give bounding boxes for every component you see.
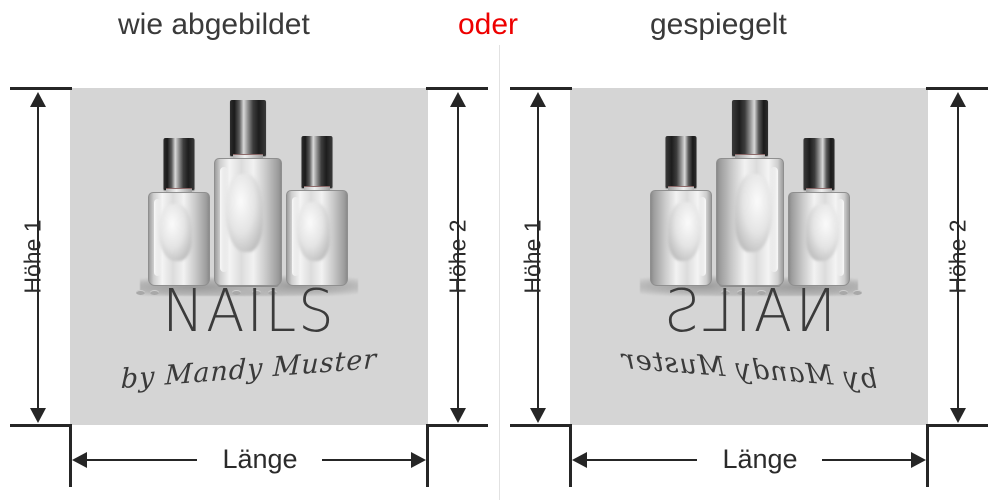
brand-wordmark: NAILS	[162, 277, 336, 346]
header-label-as-shown: wie abgebildet	[118, 8, 310, 41]
header-label-mirrored: gespiegelt	[650, 8, 787, 41]
dimension-label-hoehe2-right: Höhe 2	[944, 219, 971, 294]
bottle-left	[148, 138, 210, 286]
bottle-cap	[665, 136, 697, 188]
brand-script-signature: by Mandy Muster	[620, 343, 878, 396]
extension-line-bottom-right	[926, 424, 988, 427]
droplet	[136, 290, 145, 295]
bottle-body	[788, 192, 850, 286]
bottle-highlight	[220, 166, 229, 273]
droplet	[252, 290, 261, 295]
extension-line-left-vertical	[69, 427, 72, 487]
droplet	[268, 290, 277, 295]
dimension-line-hoehe1-right	[537, 96, 539, 418]
dimension-label-laenge-left: Länge	[222, 444, 298, 474]
extension-line-left-vertical	[569, 427, 572, 487]
bottle-center	[214, 100, 282, 286]
extension-line-top-right	[426, 87, 488, 90]
bottle-body	[286, 190, 348, 286]
arrow-down-icon	[530, 408, 546, 423]
arrow-up-icon	[30, 92, 46, 107]
arrow-down-icon	[950, 408, 966, 423]
arrow-right-icon	[911, 452, 926, 468]
bottle-center	[716, 100, 784, 286]
bottle-right	[650, 136, 712, 286]
artwork-as-shown: NAILS by Mandy Muster	[70, 88, 428, 425]
bottle-cap	[163, 138, 195, 190]
dimension-line-hoehe1-left	[37, 96, 39, 418]
bottle-right	[286, 136, 348, 286]
brand-script-signature: by Mandy Muster	[120, 343, 378, 396]
extension-line-top-right	[926, 87, 988, 90]
artwork-mirrored: NAILS by Mandy Muster	[570, 88, 928, 425]
bottle-body	[650, 190, 712, 286]
dimension-label-hoehe1-left: Höhe 1	[19, 219, 46, 294]
extension-line-top-left	[510, 87, 572, 90]
extension-line-bottom-right	[426, 424, 488, 427]
bottle-highlight	[291, 196, 299, 276]
brand-wordmark: NAILS	[662, 277, 836, 346]
artwork-inner: NAILS by Mandy Muster	[570, 88, 928, 425]
bottle-body	[214, 158, 282, 286]
extension-line-bottom-left	[510, 424, 572, 427]
arrow-down-icon	[30, 408, 46, 423]
bottle-highlight	[837, 198, 845, 276]
arrow-up-icon	[450, 92, 466, 107]
dimension-line-laenge-left-b	[322, 459, 422, 461]
bottle-cap	[732, 100, 768, 156]
extension-line-bottom-left	[10, 424, 72, 427]
extension-line-right-vertical	[426, 427, 429, 487]
bottle-body	[148, 192, 210, 286]
dimension-line-laenge-right-b	[822, 459, 922, 461]
extension-line-right-vertical	[926, 427, 929, 487]
arrow-down-icon	[450, 408, 466, 423]
bottle-body	[716, 158, 784, 286]
arrow-up-icon	[530, 92, 546, 107]
bottle-highlight	[769, 166, 778, 273]
arrow-left-icon	[572, 452, 587, 468]
artwork-inner: NAILS by Mandy Muster	[70, 88, 428, 425]
dimension-label-hoehe1-right: Höhe 1	[519, 219, 546, 294]
nail-polish-bottles-icon	[634, 100, 864, 298]
dimension-label-hoehe2-left: Höhe 2	[444, 219, 471, 294]
droplet	[232, 290, 241, 295]
dimension-line-laenge-right-a	[577, 459, 697, 461]
arrow-up-icon	[950, 92, 966, 107]
bottle-highlight	[699, 196, 707, 276]
bottle-cap	[230, 100, 266, 156]
bottle-highlight	[153, 198, 161, 276]
extension-line-top-left	[10, 87, 72, 90]
bottle-cap	[803, 138, 835, 190]
dimension-line-laenge-left-a	[77, 459, 197, 461]
bottle-cap	[301, 136, 333, 188]
droplet	[150, 290, 159, 295]
panel-divider	[499, 45, 500, 500]
dimension-label-laenge-right: Länge	[722, 444, 798, 474]
dimension-line-hoehe2-right	[957, 96, 959, 418]
bottle-left	[788, 138, 850, 286]
nail-polish-bottles-icon	[134, 100, 364, 298]
header-label-separator: oder	[458, 8, 519, 41]
arrow-right-icon	[411, 452, 426, 468]
arrow-left-icon	[72, 452, 87, 468]
dimension-line-hoehe2-left	[457, 96, 459, 418]
